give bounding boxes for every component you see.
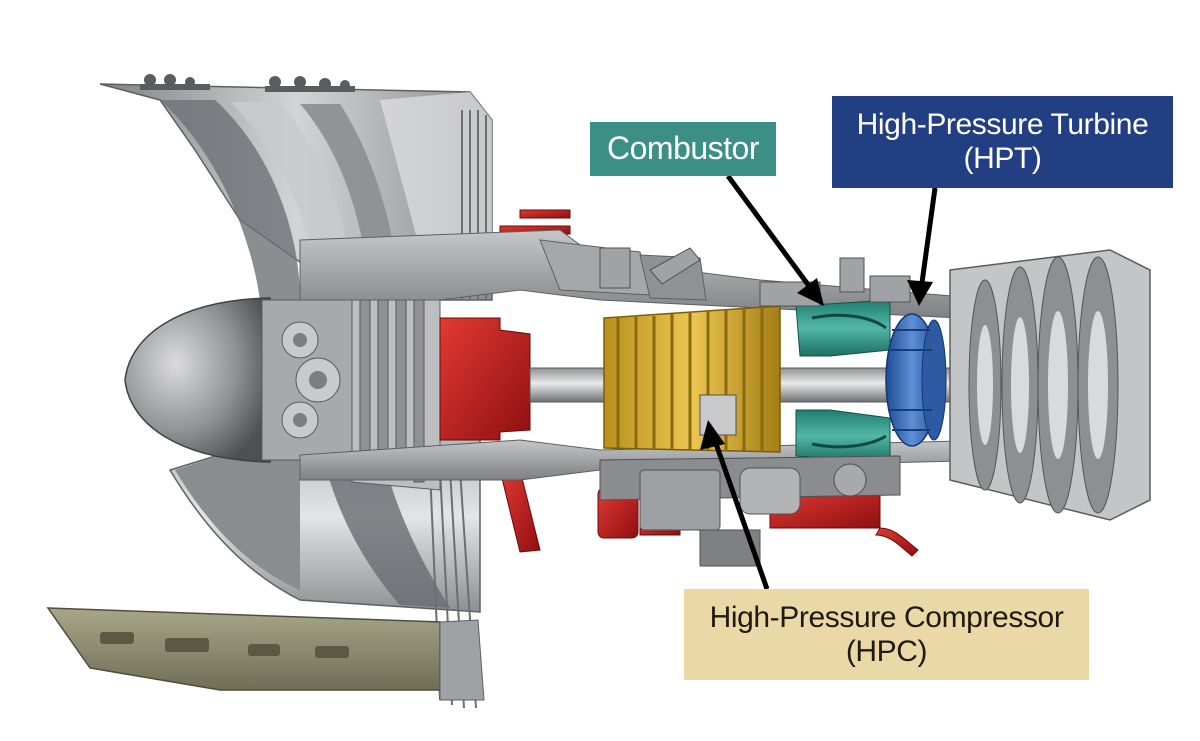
hpc-arrow (711, 437, 770, 590)
fan-gearbox (261, 299, 353, 461)
spinner (124, 297, 271, 463)
hpt-arrow (918, 187, 938, 291)
hpc-arrowhead (700, 420, 725, 450)
combustor-arrow (725, 174, 815, 292)
red-fittings-front (439, 209, 919, 557)
callout-arrows (711, 174, 938, 590)
combustor-label: Combustor (590, 122, 776, 176)
hpc-label-line-1: High-Pressure Compressor (709, 600, 1064, 634)
hpt-arrowhead (907, 280, 933, 306)
combustor-label-line-1: Combustor (607, 130, 760, 167)
combustor-arrowhead (797, 278, 824, 306)
combustor-section (795, 299, 891, 463)
lower-nacelle-panel (46, 607, 485, 701)
hpt-label: High-Pressure Turbine (HPT) (832, 96, 1173, 188)
high-pressure-compressor (603, 305, 781, 453)
hpc-label-line-2: (HPC) (845, 634, 928, 668)
hpc-label: High-Pressure Compressor (HPC) (684, 589, 1089, 680)
low-pressure-turbine (949, 249, 1151, 521)
hpt-label-line-2: (HPT) (963, 142, 1042, 175)
hpt-label-line-1: High-Pressure Turbine (856, 108, 1149, 142)
high-pressure-turbine (885, 313, 947, 447)
callout-arrowheads (700, 278, 933, 450)
